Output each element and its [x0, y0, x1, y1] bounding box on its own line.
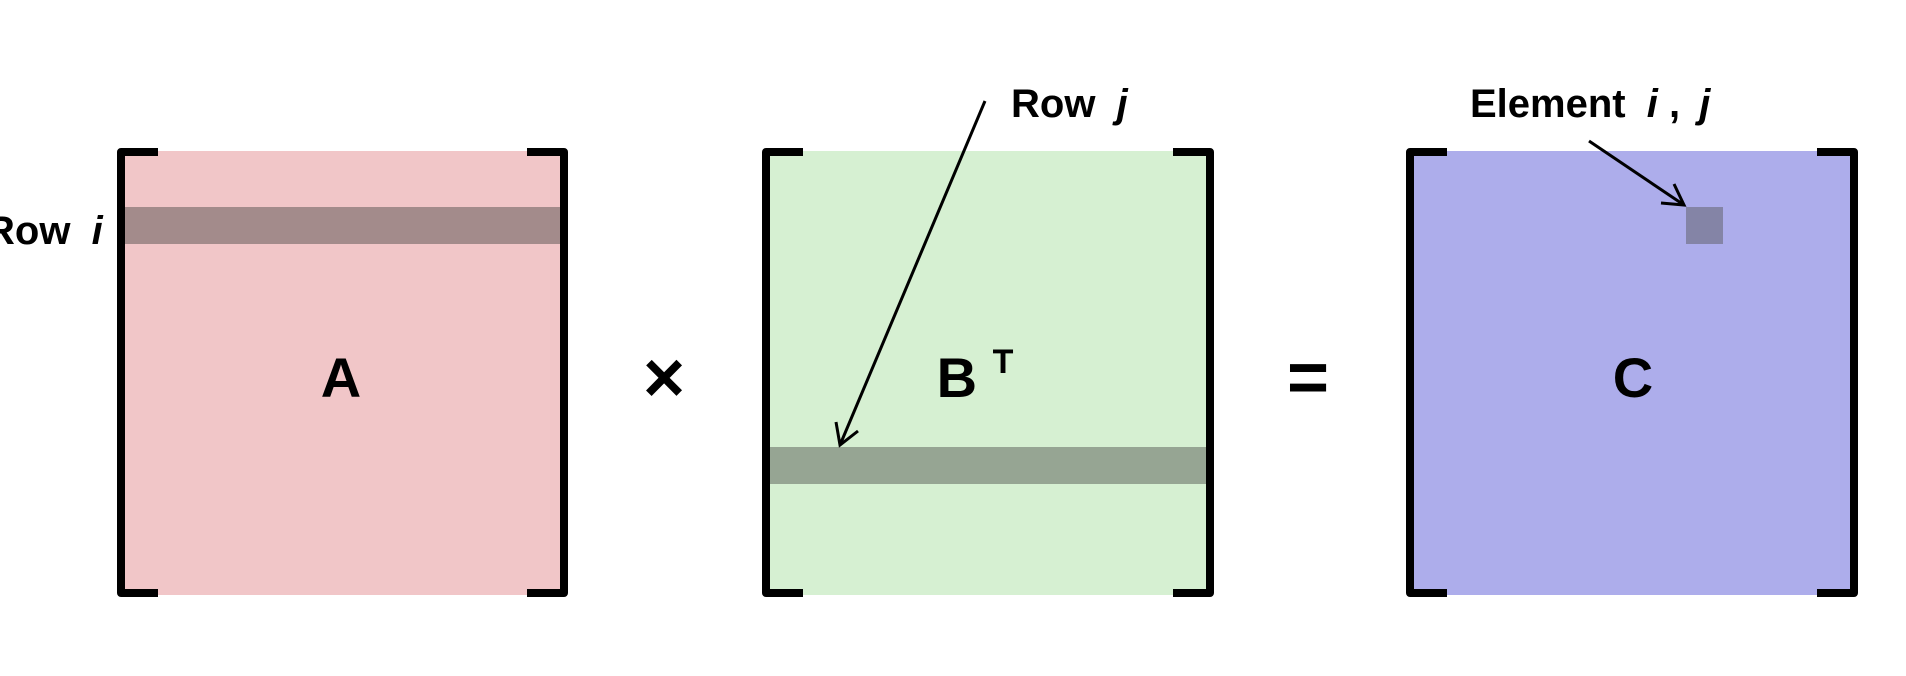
row-j-arrow-shaft — [838, 100, 987, 446]
matrix-c-right-bracket — [1817, 148, 1858, 597]
row-j-label-var: j — [1112, 82, 1129, 126]
row-i-label: Row i — [0, 209, 104, 253]
row-j-arrow — [834, 100, 987, 448]
matrix-c-element-ij-highlight — [1686, 207, 1723, 244]
matrix-bt-body — [768, 151, 1211, 595]
element-ij-label-var-i: i — [1647, 82, 1659, 126]
matrix-c: C — [1406, 148, 1858, 597]
matrix-bt: B T — [762, 148, 1214, 597]
matrix-a-left-bracket — [117, 148, 158, 597]
times-operator: × — [643, 338, 685, 418]
row-j-label: Row j — [1011, 82, 1129, 126]
matrix-bt-left-bracket — [762, 148, 803, 597]
matrix-bt-label-sup: T — [993, 343, 1014, 381]
equals-operator: = — [1287, 338, 1329, 418]
element-ij-arrow — [1588, 139, 1687, 207]
matrix-c-left-bracket — [1406, 148, 1447, 597]
matrix-c-body — [1412, 151, 1856, 595]
element-ij-label-var-j: j — [1694, 82, 1711, 126]
element-ij-label-sep: , — [1669, 82, 1680, 126]
element-ij-label: Element i , j — [1470, 82, 1711, 126]
matrix-bt-row-j-highlight — [766, 447, 1211, 484]
matrix-c-label: C — [1613, 346, 1653, 409]
matrix-a-label: A — [321, 346, 361, 409]
matrix-bt-label: B T — [937, 343, 1014, 409]
matrix-a: A — [117, 148, 568, 597]
matrix-a-row-i-highlight — [120, 207, 564, 244]
row-j-arrow-head — [834, 421, 859, 448]
matrix-a-right-bracket — [527, 148, 568, 597]
element-ij-arrow-head — [1660, 183, 1687, 207]
element-ij-label-prefix: Element — [1470, 82, 1626, 126]
matrix-bt-label-base: B — [937, 346, 977, 409]
matrix-bt-right-bracket — [1173, 148, 1214, 597]
element-ij-arrow-shaft — [1588, 139, 1685, 207]
row-i-label-prefix: Row — [0, 209, 71, 253]
row-j-label-prefix: Row — [1011, 82, 1096, 126]
row-i-label-var: i — [92, 209, 104, 253]
